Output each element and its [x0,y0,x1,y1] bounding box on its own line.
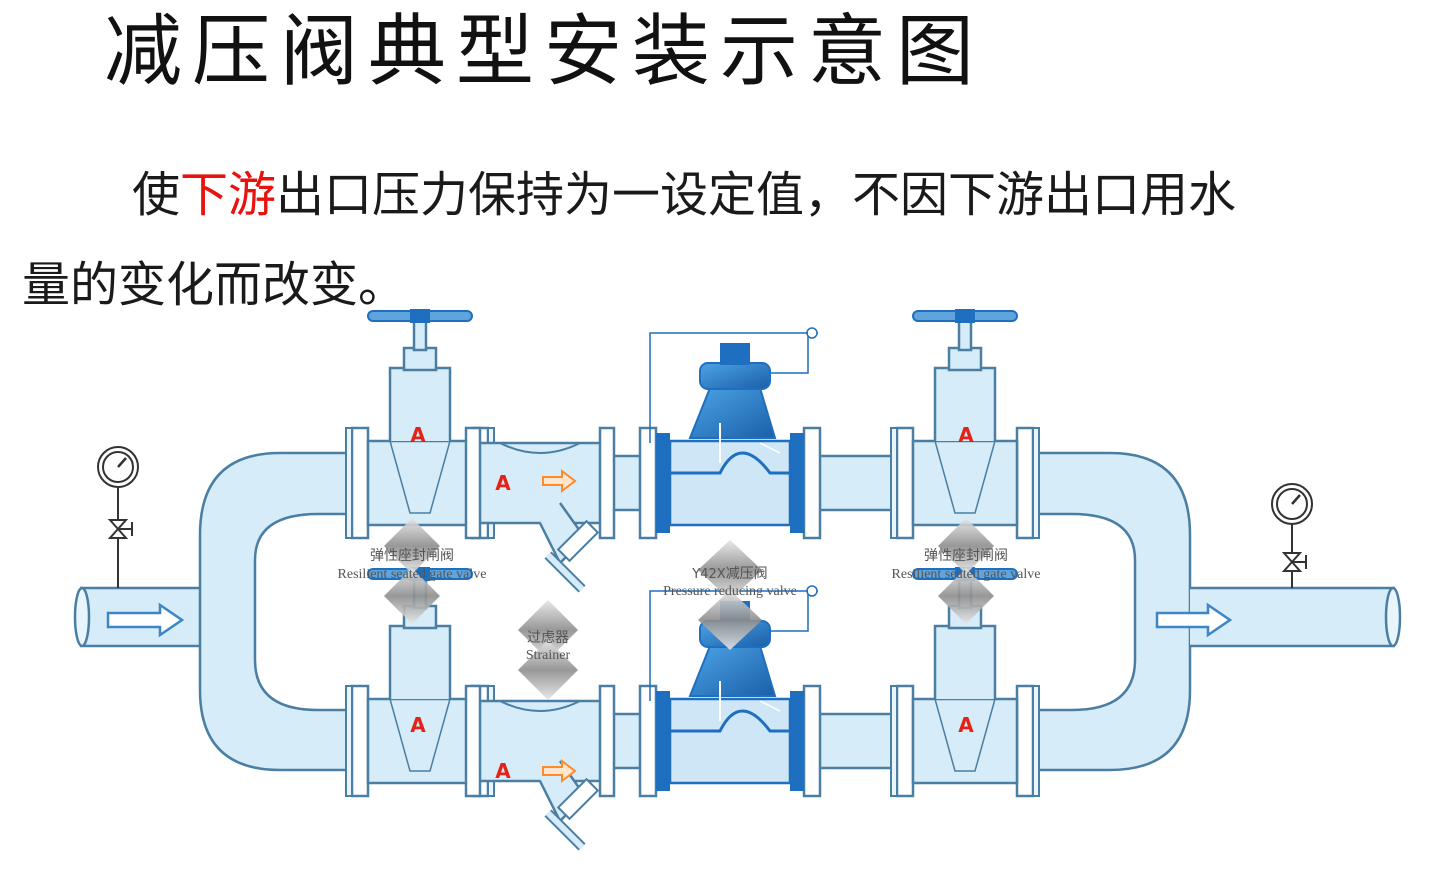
valve-logo: A [495,471,511,495]
installation-diagram: A A A A A A 弹性座封闸阀 Resilient seated gate… [73,307,1402,879]
inlet-flow-arrow [106,602,185,638]
description-line1: 出口压力保持为一设定值，不因下游出口用水 [276,167,1237,223]
prv-cn-label: 减压阀 [726,566,768,582]
valve-logo: A [410,423,426,447]
prv-label: Y42X减压阀 Pressure reducing valve [663,540,797,650]
description-prefix: 使 [132,167,181,223]
gate-valve-cn-label: 弹性座封闸阀 [370,548,454,564]
prv-en-label: Pressure reducing valve [663,584,797,599]
inlet-pressure-gauge [97,446,139,588]
strainer-label: 过虑器 Strainer [518,600,578,700]
prv-title-label: Y42X减压阀 [691,566,767,582]
description-highlight: 下游 [180,167,277,223]
page-title: 减压阀典型安装示意图 [104,7,985,97]
valve-logo: A [410,713,426,737]
gate-valve-cn-label: 弹性座封闸阀 [924,548,1008,564]
valve-logo: A [495,759,511,783]
gate-valve-en-label: Resilient seated gate valve [892,567,1041,582]
upper-strainer [466,428,614,589]
outlet-flow-arrow [1155,602,1233,638]
prv-model-label: Y42X [691,567,725,582]
valve-logo: A [958,423,974,447]
upper-inner-flow-arrow [542,468,577,494]
strainer-en-label: Strainer [526,648,571,663]
lower-strainer [466,686,614,847]
description: 使下游出口压力保持为一设定值，不因下游出口用水 量的变化而改变。 [22,150,1422,330]
outlet-pressure-gauge [1271,483,1313,588]
lower-inner-flow-arrow [542,758,577,784]
strainer-cn-label: 过虑器 [527,630,569,646]
gate-valve-en-label: Resilient seated gate valve [338,567,487,582]
valve-logo: A [958,713,974,737]
gate-valve-label-left: 弹性座封闸阀 Resilient seated gate valve [338,518,487,624]
gate-valve-label-right: 弹性座封闸阀 Resilient seated gate valve [892,518,1041,624]
description-line2: 量的变化而改变。 [22,257,407,313]
upper-pressure-reducing-valve [638,326,822,540]
